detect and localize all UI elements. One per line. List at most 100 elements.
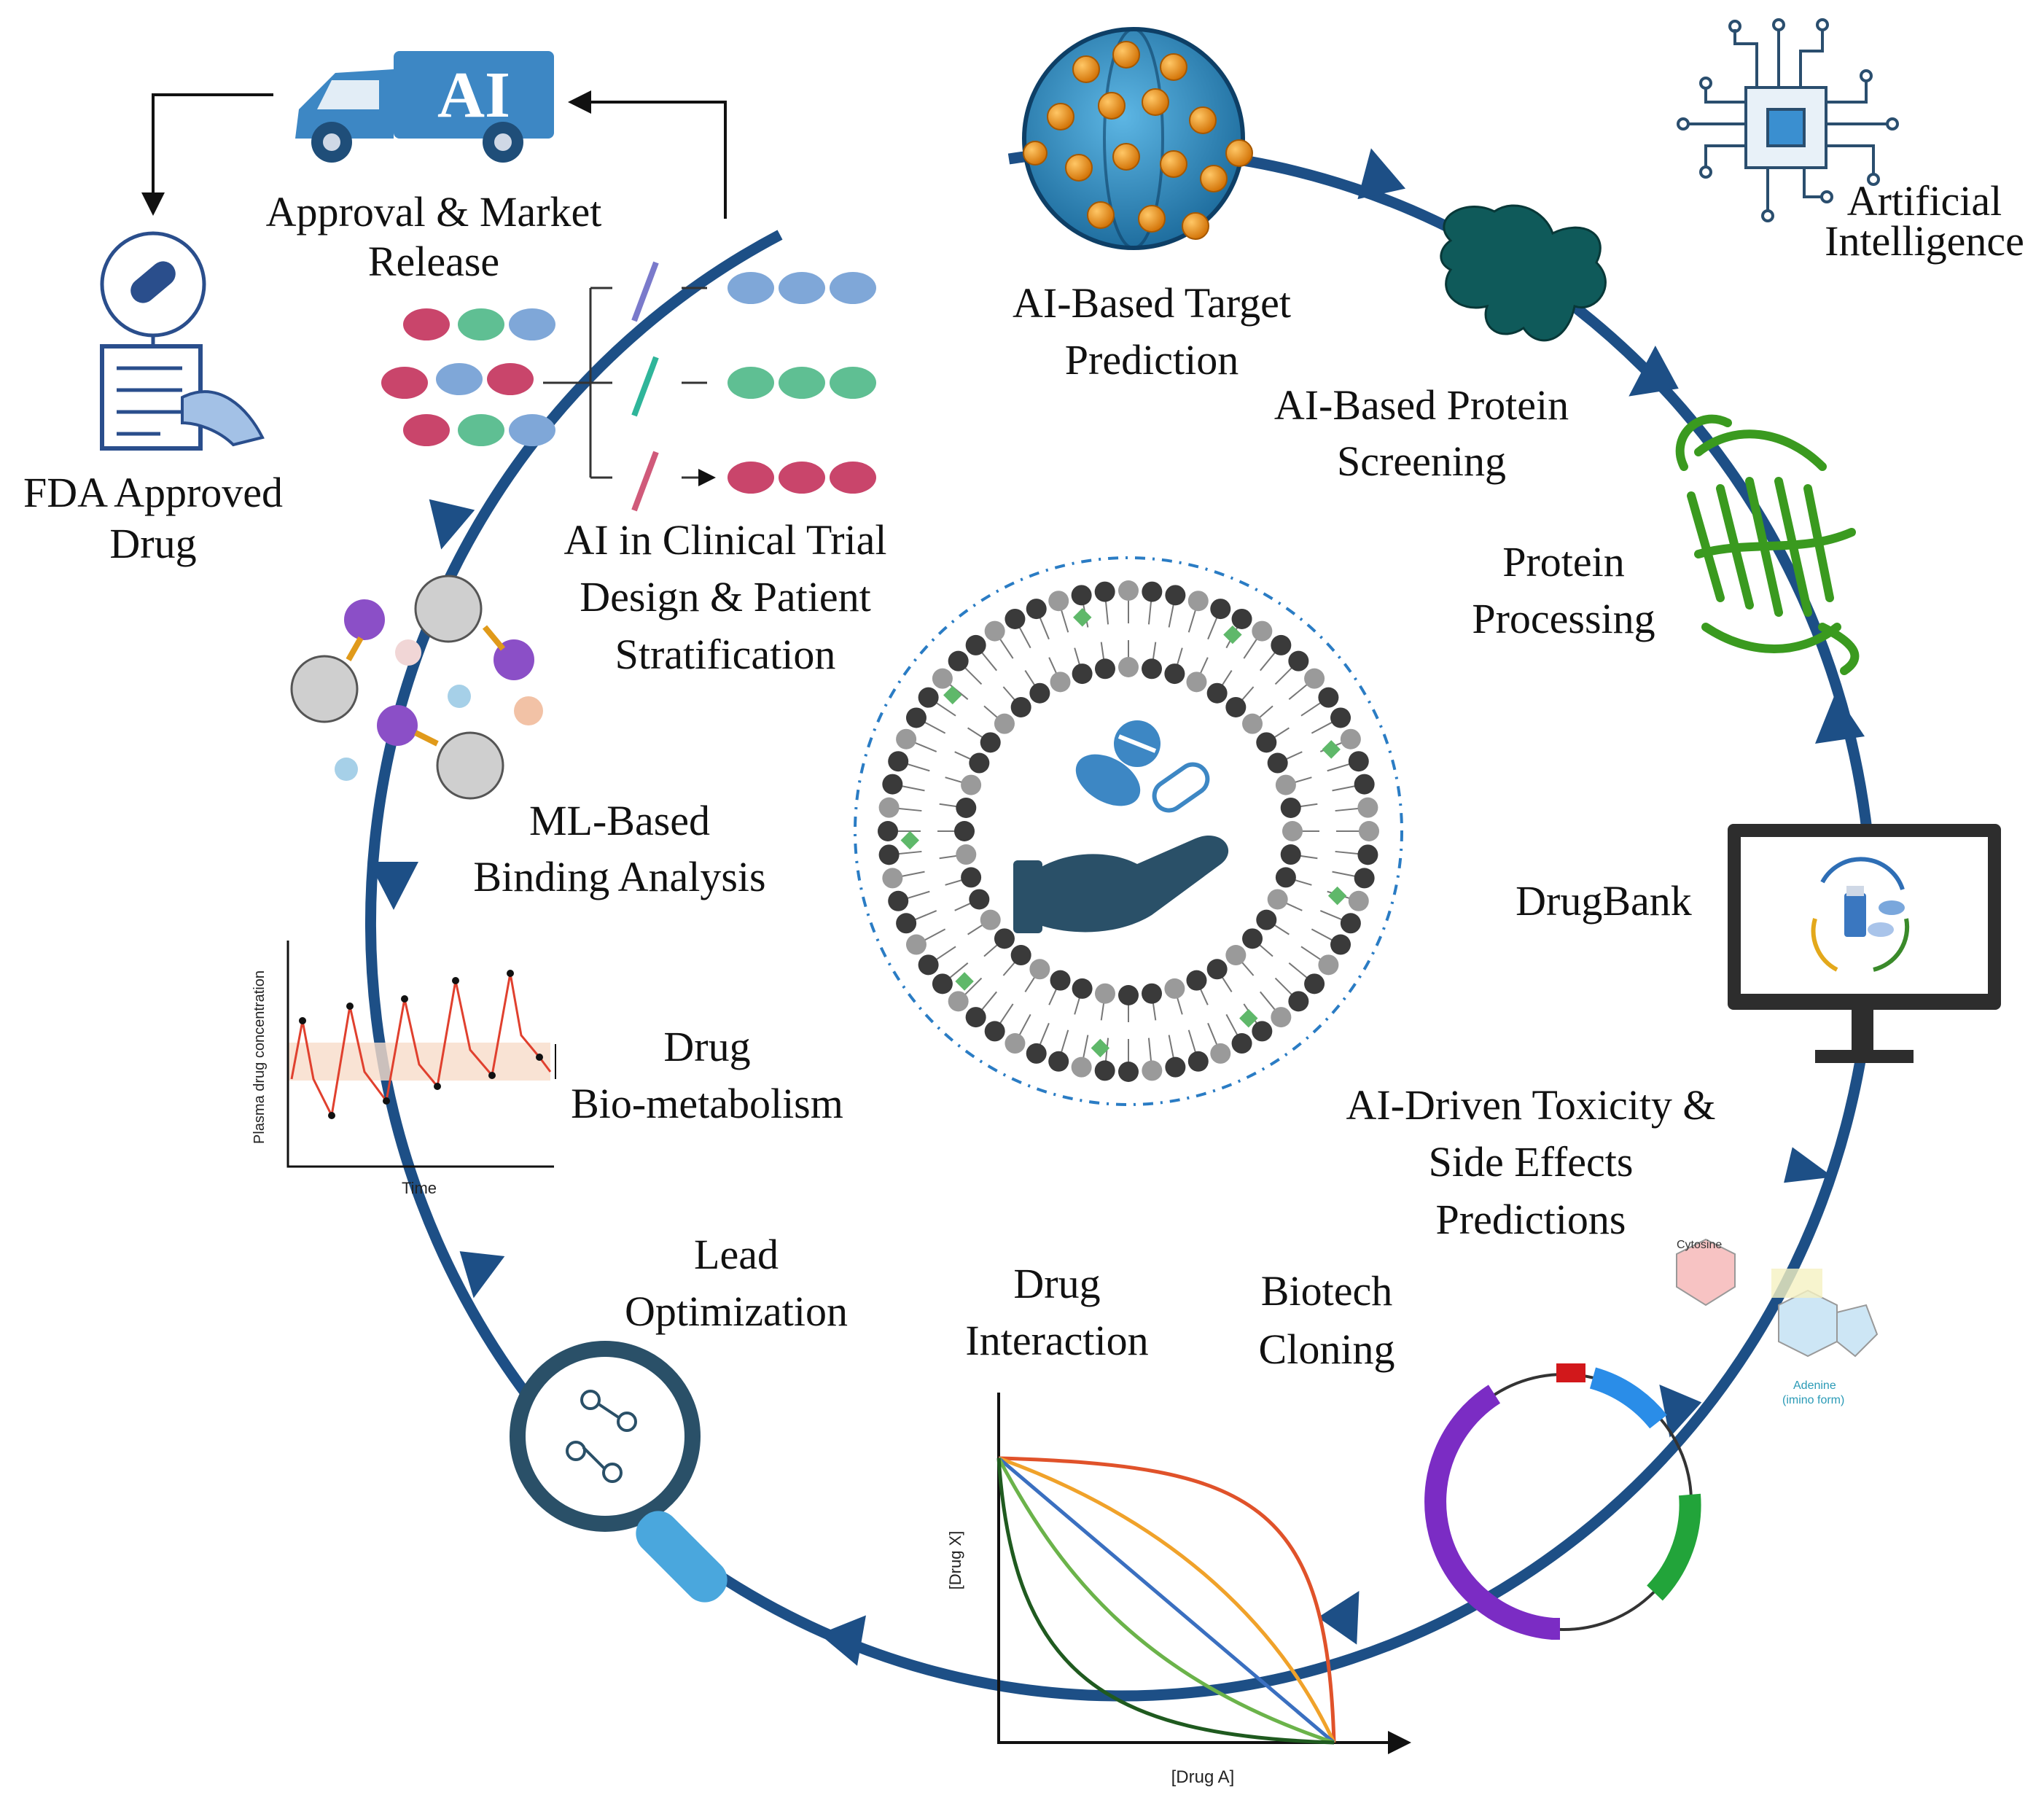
svg-text:Adenine: Adenine — [1793, 1379, 1836, 1392]
lipid-head — [994, 928, 1015, 949]
svg-text:Drug: Drug — [109, 520, 196, 567]
lipid-head — [1050, 970, 1071, 991]
lipid-head — [1029, 959, 1050, 980]
svg-text:Cytosine: Cytosine — [1677, 1239, 1722, 1251]
lipid-head — [1271, 634, 1292, 655]
lipid-head — [882, 774, 903, 795]
lipid-head — [1271, 1007, 1292, 1028]
svg-text:Cloning: Cloning — [1259, 1326, 1395, 1373]
drug-particle — [1322, 740, 1341, 759]
lipid-head — [1252, 620, 1273, 642]
lipid-head — [961, 867, 982, 888]
svg-text:Design & Patient: Design & Patient — [580, 573, 871, 620]
lipid-head — [1210, 599, 1231, 620]
lipid-head — [888, 751, 909, 772]
svg-text:Stratification: Stratification — [615, 631, 836, 678]
binding-analysis-label: ML-Based Binding Analysis — [473, 797, 765, 900]
lipid-head — [878, 797, 900, 818]
lipid-head — [1275, 867, 1296, 888]
lipid-head — [1256, 732, 1277, 753]
binding-molecules-icon — [290, 575, 543, 800]
approval-label: Approval & Market Release — [266, 188, 602, 285]
lipid-head — [1142, 581, 1163, 602]
clinical-trial-mice-icon — [381, 261, 876, 512]
lipid-head — [1142, 983, 1163, 1004]
lipid-head — [1280, 797, 1301, 818]
lipid-head — [1330, 934, 1351, 955]
svg-text:Artificial: Artificial — [1847, 177, 2002, 225]
lipid-head — [1210, 1043, 1231, 1064]
drugbank-label: DrugBank — [1516, 877, 1692, 924]
protein-processing-label: Protein Processing — [1472, 538, 1655, 642]
svg-text:DrugBank: DrugBank — [1516, 877, 1692, 924]
lipid-head — [1187, 591, 1209, 612]
lipid-head — [1280, 844, 1301, 865]
clinical-trial-label: AI in Clinical Trial Design & Patient St… — [563, 516, 886, 678]
lipid-head — [1164, 978, 1185, 999]
fda-document-icon — [100, 231, 265, 451]
target-prediction-globe-icon — [1022, 27, 1253, 250]
lipid-head — [1304, 973, 1325, 994]
lipid-head — [994, 713, 1015, 734]
svg-text:Drug: Drug — [663, 1023, 750, 1070]
lipid-head — [932, 973, 953, 994]
lipid-head — [1164, 663, 1185, 685]
lipid-head — [1094, 1060, 1115, 1081]
lipid-head — [918, 687, 939, 708]
lipid-head — [896, 913, 917, 934]
ai-label: Artificial Intelligence — [1825, 177, 2024, 265]
lipid-head — [1318, 954, 1339, 976]
lipid-head — [1186, 970, 1207, 991]
lipid-head — [1026, 1043, 1047, 1064]
lipid-head — [1094, 658, 1115, 680]
lipid-head — [1318, 687, 1339, 708]
drug-particle — [1073, 608, 1092, 627]
plasmid-icon — [1424, 1363, 1701, 1640]
lipid-head — [1354, 868, 1375, 889]
lipid-head — [1165, 585, 1186, 606]
protein-beta-barrel-icon — [1675, 414, 1860, 675]
protein-blob-icon — [1440, 204, 1607, 342]
svg-text:Lead: Lead — [694, 1231, 779, 1278]
lipid-head — [956, 797, 977, 818]
svg-text:Predictions: Predictions — [1436, 1196, 1626, 1243]
lipid-head — [1072, 978, 1093, 999]
lipid-head — [1282, 821, 1303, 841]
lipid-head — [1048, 1051, 1069, 1072]
drug-interaction-label: Drug Interaction — [965, 1260, 1148, 1364]
svg-text:[Drug X]: [Drug X] — [946, 1531, 964, 1590]
lipid-head — [1186, 672, 1207, 693]
svg-text:Drug: Drug — [1013, 1260, 1100, 1307]
lipid-head — [980, 909, 1001, 930]
svg-text:AI-Driven Toxicity &: AI-Driven Toxicity & — [1346, 1081, 1715, 1129]
lipid-head — [1256, 909, 1277, 930]
lipid-head — [1142, 658, 1163, 680]
lipid-head — [1288, 991, 1309, 1012]
lipid-head — [932, 668, 953, 689]
drugbank-monitor-icon — [1728, 824, 2001, 1063]
drug-particle — [900, 830, 919, 850]
lipid-head — [1010, 945, 1031, 966]
lipid-head — [948, 650, 969, 672]
lipid-head — [1231, 608, 1252, 629]
lipid-head — [1118, 580, 1139, 601]
svg-text:Intelligence: Intelligence — [1825, 217, 2024, 265]
svg-text:Plasma drug concentration: Plasma drug concentration — [251, 970, 268, 1144]
lipid-head — [1242, 928, 1263, 949]
lead-optimization-label: Lead Optimization — [625, 1231, 848, 1335]
svg-text:FDA Approved: FDA Approved — [23, 469, 283, 516]
drug-particle — [1327, 886, 1347, 906]
lipid-head — [980, 732, 1001, 753]
lipid-head — [1357, 797, 1378, 818]
lipid-head — [1005, 1033, 1026, 1054]
fda-label: FDA Approved Drug — [23, 469, 283, 567]
lipid-head — [965, 1007, 986, 1028]
protein-screening-label: AI-Based Protein Screening — [1274, 381, 1569, 485]
lipid-head — [1348, 890, 1369, 911]
svg-text:AI: AI — [437, 59, 510, 131]
lipid-head — [1071, 585, 1092, 606]
drug-particle — [943, 685, 962, 705]
svg-text:Time: Time — [402, 1179, 437, 1197]
lipid-head — [1165, 1056, 1186, 1078]
